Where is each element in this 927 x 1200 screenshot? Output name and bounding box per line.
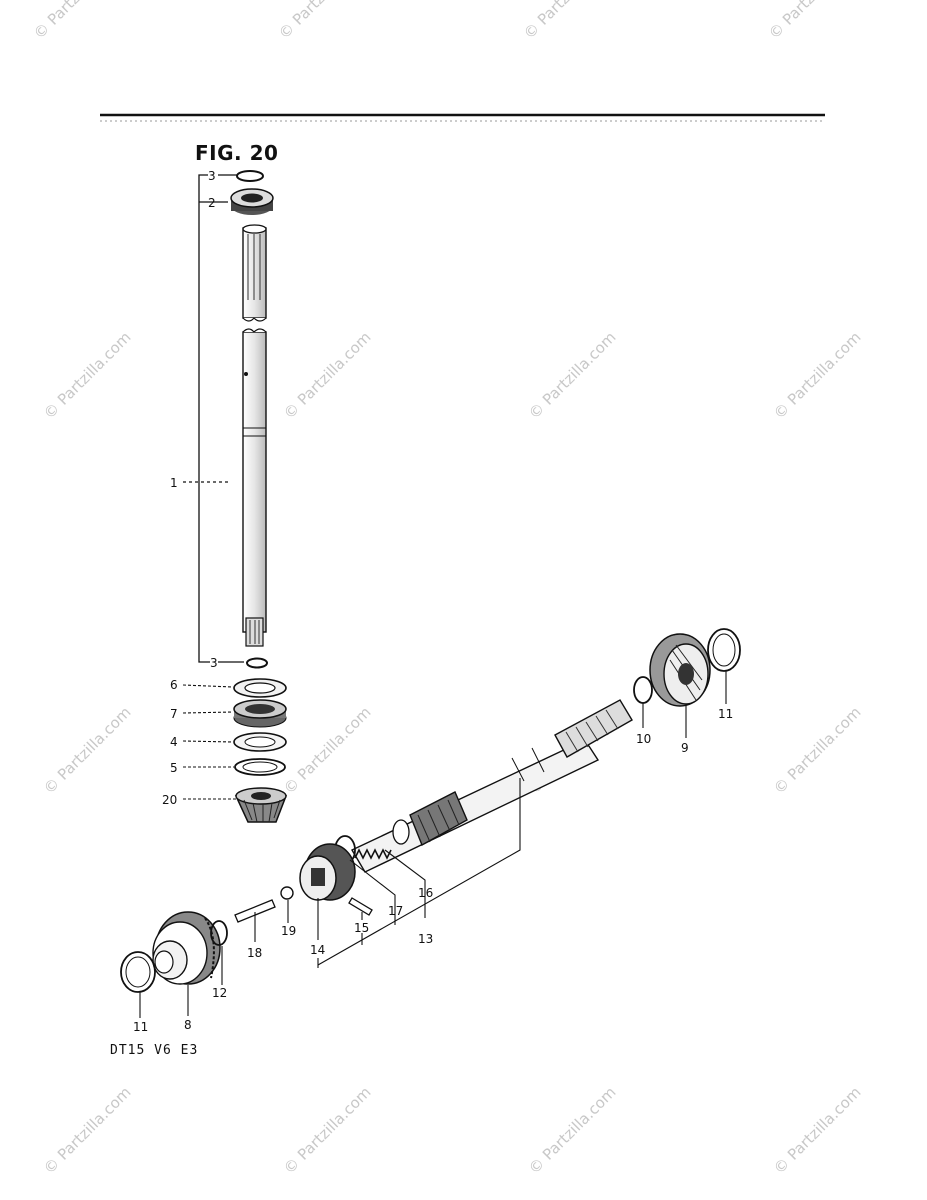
shim-11-right (707, 628, 741, 672)
callout-4: 4 (170, 735, 178, 749)
ball-19 (280, 886, 294, 900)
callout-12: 12 (212, 986, 227, 1000)
callout-18: 18 (247, 946, 262, 960)
callout-3-bottom: 3 (210, 656, 218, 670)
shim-11-right-inner (712, 633, 736, 667)
shim-11-left-inner (125, 956, 151, 988)
thrust-bearing-7 (233, 699, 287, 728)
group-bracket (183, 174, 244, 663)
callout-11-left: 11 (133, 1020, 148, 1034)
callout-5: 5 (170, 761, 178, 775)
callout-2: 2 (208, 196, 216, 210)
callout-7: 7 (170, 707, 178, 721)
shim-11-left (120, 951, 156, 993)
callout-13: 13 (418, 932, 433, 946)
shim-12 (210, 920, 228, 946)
callout-17: 17 (388, 904, 403, 918)
thrust-washer-6 (233, 678, 287, 698)
washer-4 (233, 732, 287, 752)
callout-1: 1 (170, 476, 178, 490)
spring-16 (354, 848, 392, 860)
figure-title: FIG. 20 (195, 141, 279, 165)
callout-15: 15 (354, 921, 369, 935)
lower-leaders (139, 671, 727, 1018)
callout-16: 16 (418, 886, 433, 900)
shim-5 (234, 758, 286, 776)
callout-14: 14 (310, 943, 325, 957)
callout-labels: 3 2 1 3 6 7 4 5 20 10 9 11 16 17 13 15 1… (133, 169, 733, 1034)
callout-10: 10 (636, 732, 651, 746)
callout-9: 9 (681, 741, 689, 755)
circlip-top (236, 170, 264, 182)
drive-shaft (242, 224, 267, 647)
push-rod-18 (234, 899, 276, 923)
forward-gear-8 (152, 911, 221, 985)
callout-20: 20 (162, 793, 177, 807)
pin-15 (348, 897, 373, 916)
callout-6: 6 (170, 678, 178, 692)
shim-10 (633, 676, 653, 704)
callout-11-right: 11 (718, 707, 733, 721)
model-code: DT15 V6 E3 (110, 1043, 199, 1058)
circlip-bottom (246, 657, 268, 669)
clutch-dog-14 (299, 843, 356, 901)
bearing-2 (230, 188, 274, 215)
callout-3-top: 3 (208, 169, 216, 183)
callout-19: 19 (281, 924, 296, 938)
propeller-shaft (351, 699, 633, 873)
callout-8: 8 (184, 1018, 192, 1032)
callout-leaders (182, 684, 236, 800)
reverse-gear-9 (649, 633, 711, 707)
pinion-gear-20 (234, 787, 288, 823)
